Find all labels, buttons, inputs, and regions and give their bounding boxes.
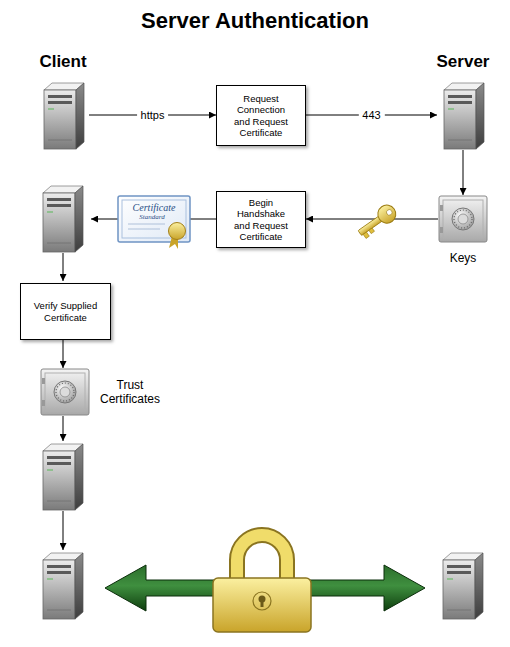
- process-box: Begin Handshake and Request Certificate: [216, 191, 306, 248]
- flow-arrow: [63, 511, 64, 550]
- trust-store: Trust Certificates: [40, 368, 165, 416]
- node-text: Request Connection and Request Certifica…: [230, 93, 292, 139]
- safe-icon: [40, 368, 90, 416]
- client-server-icon: [43, 444, 83, 510]
- server-icon: [443, 553, 483, 619]
- certificate-icon: [118, 196, 190, 249]
- node-text: Verify Supplied Certificate: [25, 300, 106, 323]
- node-text: Begin Handshake and Request Certificate: [230, 197, 292, 243]
- key-tooth: [369, 228, 375, 234]
- client-server-icon: [43, 186, 83, 252]
- process-box: Verify Supplied Certificate: [20, 283, 111, 340]
- node-heading: Server: [407, 52, 510, 72]
- flow-arrow: [306, 219, 438, 220]
- padlock-icon: [213, 535, 311, 632]
- server-node: Server: [437, 50, 489, 150]
- key-icon: [355, 202, 400, 241]
- safe-icon: [438, 195, 488, 243]
- process-box: Request Connection and Request Certifica…: [216, 85, 306, 146]
- client-node: Client: [37, 50, 89, 150]
- padlock-shackle: [237, 535, 287, 582]
- key-tooth: [363, 232, 369, 238]
- server-icon-shape: [44, 83, 84, 149]
- safe-icon-shape: [41, 369, 89, 415]
- flow-arrow: [463, 150, 464, 195]
- server-icon: [38, 82, 88, 150]
- safe-icon-shape: [439, 196, 487, 242]
- certificate-line: [128, 229, 160, 230]
- key-hole: [385, 208, 393, 216]
- server-icon-shape: [444, 83, 484, 149]
- flow-arrow: [63, 253, 64, 281]
- keyhole-slot: [261, 600, 264, 607]
- shackle-outline: [237, 535, 287, 582]
- server-icon: [438, 82, 488, 150]
- certificate-text: Certificate: [133, 202, 176, 213]
- gold-seal: [169, 223, 186, 240]
- client-server-icon: [43, 553, 83, 619]
- key-store: Keys: [438, 195, 488, 265]
- certificate-line: [128, 224, 165, 225]
- padlock-body: [213, 578, 311, 632]
- diagram-title: Server Authentication: [0, 8, 510, 34]
- key-bow: [374, 202, 399, 227]
- edge-label: 443: [358, 109, 384, 122]
- certificate-text: Standard: [139, 213, 164, 221]
- certificate-paper: [118, 196, 190, 242]
- edge-label: https: [137, 109, 169, 122]
- node-caption: Keys: [418, 251, 508, 265]
- flow-arrow: [63, 340, 64, 368]
- node-caption: Trust Certificates: [95, 378, 165, 406]
- flow-arrow: [63, 416, 64, 441]
- node-heading: Client: [7, 52, 119, 72]
- keyhole-ring: [253, 592, 271, 610]
